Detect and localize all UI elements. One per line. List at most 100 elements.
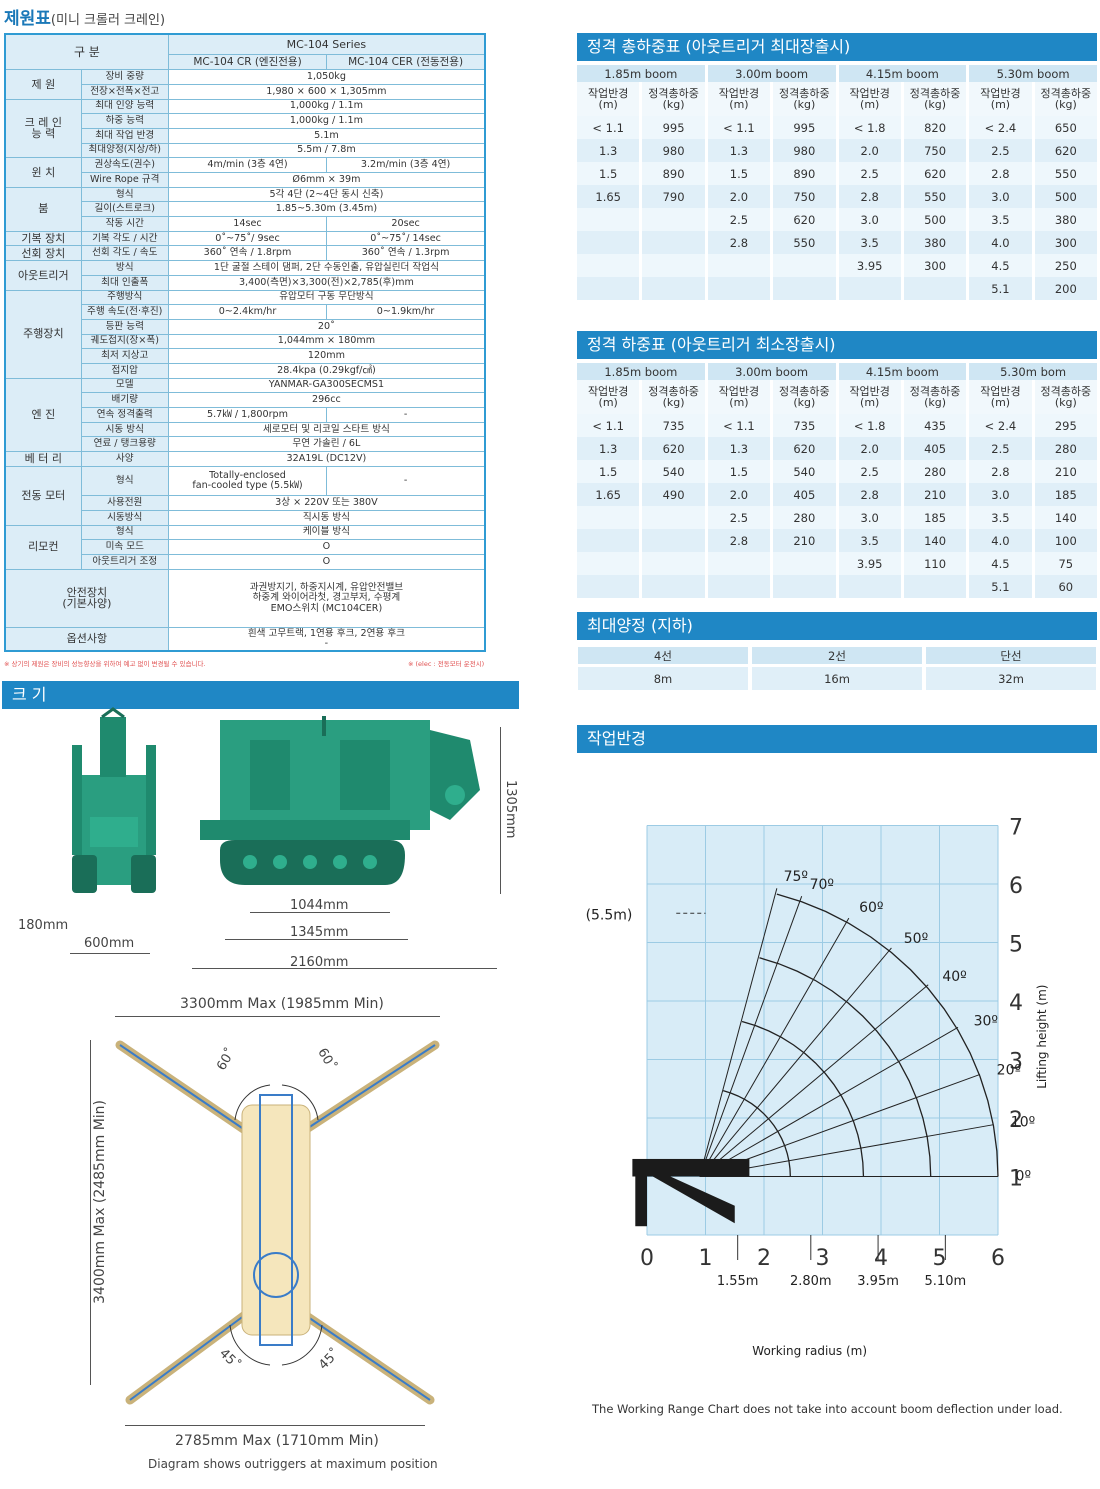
- table-cell: 490: [642, 483, 705, 506]
- spec-value: 1,980 × 600 × 1,305mm: [167, 83, 486, 100]
- spec-value: O: [167, 539, 486, 555]
- spec-category: 아웃트리거: [4, 260, 82, 291]
- table-cell: [577, 552, 640, 575]
- table-cell: < 1.1: [577, 414, 640, 437]
- spec-footnote: ※ 상기의 제원은 장비의 성능향상을 위하여 예고 없이 변경될 수 있습니다…: [4, 660, 206, 668]
- spec-category: 크 레 인 능 력: [4, 98, 82, 159]
- spec-item: 주행방식: [80, 289, 169, 306]
- table-cell: 620: [773, 437, 836, 460]
- spec-item: 방식: [80, 260, 169, 276]
- spec-item: 최저 지상고: [80, 348, 169, 364]
- table-cell: [577, 254, 640, 277]
- spec-value: 0˚~75˚/ 9sec: [167, 230, 328, 247]
- table-cell: 4.5: [969, 254, 1032, 277]
- table-cell: 3.0: [838, 208, 901, 231]
- table-cell: 185: [1034, 483, 1097, 506]
- max-height-label: (5.5m): [586, 907, 633, 923]
- boom-line: [699, 917, 850, 1177]
- table-cell: 620: [1034, 139, 1097, 162]
- spec-item: 선회 각도 / 속도: [80, 245, 169, 262]
- spec-item: 모델: [80, 377, 169, 394]
- spec-value: 20sec: [326, 216, 486, 232]
- range-arc: [776, 893, 999, 1177]
- crane-side-view: [200, 716, 480, 885]
- table-cell: 1.65: [577, 185, 640, 208]
- table-cell: 3.5: [838, 231, 901, 254]
- boom-header: 4.15m boom: [838, 363, 967, 380]
- table-cell: 280: [903, 460, 967, 483]
- spec-category: 제 원: [4, 69, 82, 100]
- table-cell: [838, 575, 901, 598]
- outrigger-top-dim: 3300mm Max (1985mm Min): [180, 996, 384, 1012]
- working-range-bar: 작업반경: [577, 725, 1097, 753]
- radius-header: 작업반경 (m): [707, 380, 771, 414]
- spec-item: 배기량: [80, 392, 169, 408]
- radius-label: 1.55m: [717, 1274, 759, 1289]
- spec-value: 5.1m: [167, 127, 486, 144]
- spec-item: 연속 정격출력: [80, 407, 169, 423]
- table-cell: 210: [903, 483, 967, 506]
- spec-value: 360˚ 연속 / 1.3rpm: [326, 245, 486, 262]
- spec-value: -: [326, 465, 486, 497]
- spec-item: 궤도접지(장×폭): [80, 333, 169, 350]
- crane-front-view: [72, 707, 156, 893]
- spec-value: 세로모터 및 리코일 스타트 방식: [167, 421, 486, 438]
- table-cell: [577, 575, 640, 598]
- table-cell: 2.5: [838, 162, 901, 185]
- outrigger-leg: [635, 1176, 647, 1227]
- spec-category: 주행장치: [4, 289, 82, 379]
- spec-value: -: [326, 407, 486, 423]
- table-cell: 2.0: [838, 437, 901, 460]
- spec-item: 최대양정(지상/하): [80, 142, 169, 159]
- boom-header: 3.00m boom: [707, 65, 836, 82]
- table-cell: 3.0: [969, 185, 1032, 208]
- table-cell: 200: [1034, 277, 1097, 300]
- x-tick: 0: [640, 1246, 654, 1271]
- table-cell: 540: [642, 460, 705, 483]
- radius-label: 3.95m: [857, 1274, 899, 1289]
- table-cell: 3.95: [838, 552, 901, 575]
- table-cell: 3.5: [838, 529, 901, 552]
- track-length-dim: 1044mm: [290, 898, 349, 913]
- spec-category: 엔 진: [4, 377, 82, 453]
- spec-value: 28.4kpa (0.29kgf/㎠): [167, 362, 486, 379]
- load-header: 정격총하중 (kg): [642, 380, 705, 414]
- table-cell: 4.0: [969, 529, 1032, 552]
- table-cell: [642, 208, 705, 231]
- spec-item: 최대 인양 능력: [80, 98, 169, 115]
- spec-value: O: [167, 553, 486, 570]
- table-cell: 980: [642, 139, 705, 162]
- table-cell: [577, 231, 640, 254]
- spec-category: 전동 모터: [4, 465, 82, 526]
- table-cell: 500: [1034, 185, 1097, 208]
- spec-value: 0˚~75˚/ 14sec: [326, 230, 486, 247]
- table-cell: 250: [1034, 254, 1097, 277]
- boom-line: [699, 1026, 959, 1177]
- table-cell: [773, 254, 836, 277]
- table-cell: [707, 575, 771, 598]
- table-cell: 2.5: [969, 139, 1032, 162]
- spec-item: 기복 각도 / 시간: [80, 230, 169, 247]
- spec-item: 전장×전폭×전고: [80, 83, 169, 100]
- table-cell: [577, 277, 640, 300]
- radius-header: 작업반경 (m): [969, 82, 1032, 116]
- angle-label: 75º: [784, 869, 808, 885]
- crane-base: [632, 1158, 750, 1177]
- boom-header: 5.30m boom: [969, 65, 1097, 82]
- table-cell: 2.0: [707, 185, 771, 208]
- table-cell: 4.0: [969, 231, 1032, 254]
- angle-label: 10º: [1011, 1115, 1035, 1131]
- table-cell: [642, 529, 705, 552]
- x-tick: 3: [816, 1246, 830, 1271]
- radius-header: 작업반경 (m): [577, 82, 640, 116]
- table-cell: 3.5: [969, 506, 1032, 529]
- table-cell: 890: [773, 162, 836, 185]
- spec-value: 1,050kg: [167, 69, 486, 85]
- spec-footnote-elec: ※ (elec : 전동모터 운전시): [408, 660, 485, 668]
- range-arc: [741, 1020, 865, 1177]
- angle-label: 40º: [942, 969, 966, 985]
- spec-item: 하중 능력: [80, 113, 169, 129]
- table-cell: < 2.4: [969, 116, 1032, 139]
